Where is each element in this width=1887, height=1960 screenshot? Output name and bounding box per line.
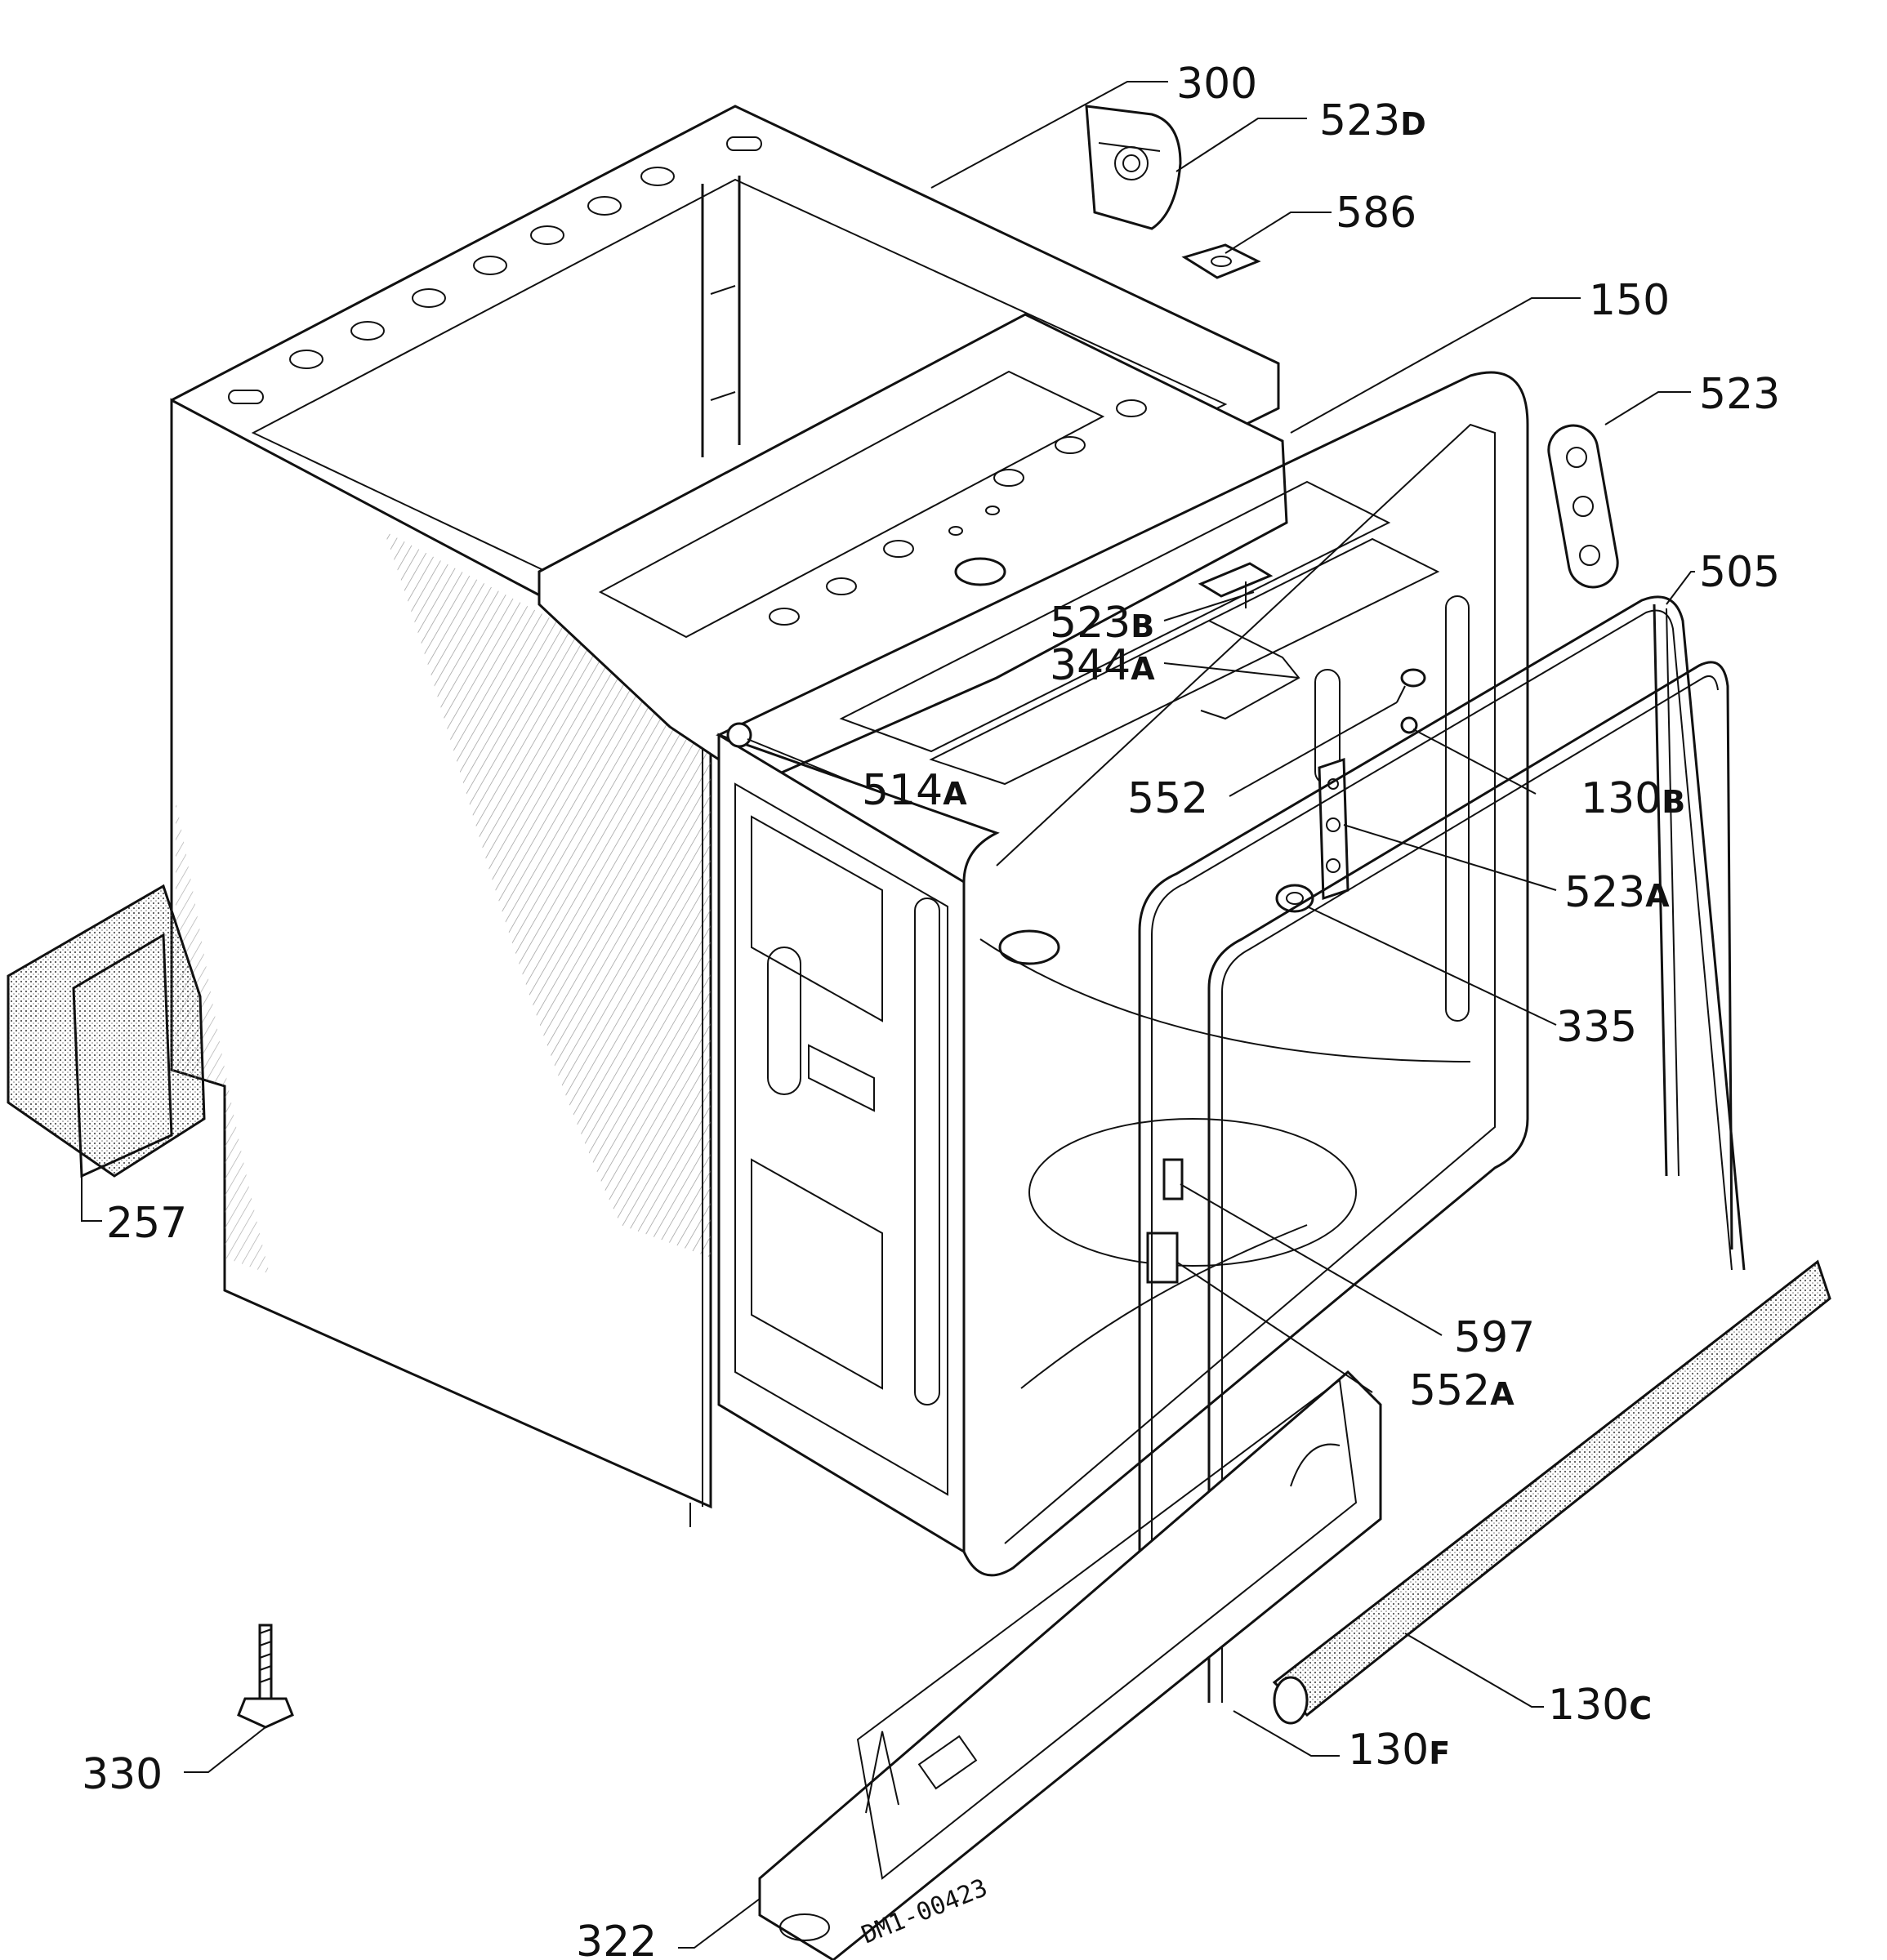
base-frame	[758, 1370, 1382, 1960]
callout-344a: 344A	[1050, 641, 1155, 690]
part-257-insulation	[7, 884, 206, 1178]
callout-130b: 130B	[1581, 774, 1685, 823]
callout-523d: 523D	[1319, 96, 1426, 145]
part-514a-plug	[726, 722, 752, 748]
callout-523a: 523A	[1564, 868, 1670, 917]
part-523-bracket	[1547, 424, 1619, 589]
callout-300: 300	[1176, 60, 1257, 109]
part-505-door-seal	[1138, 595, 1746, 1605]
callout-523b: 523B	[1050, 599, 1154, 648]
part-130c-seal-strip	[1272, 1259, 1831, 1725]
part-130b-gasket	[1653, 604, 1668, 1177]
callout-523: 523	[1699, 370, 1780, 419]
callout-586: 586	[1336, 189, 1416, 238]
leader-lines	[81, 81, 1695, 1949]
callout-514a: 514A	[862, 766, 967, 815]
part-335-roller	[1275, 884, 1314, 913]
callout-597: 597	[1454, 1313, 1535, 1362]
cabinet-top-holes	[228, 136, 762, 404]
part-322-base	[758, 1370, 1382, 1960]
callout-130c: 130C	[1548, 1681, 1652, 1730]
callout-330: 330	[82, 1750, 163, 1799]
callout-150: 150	[1589, 276, 1670, 325]
callout-505: 505	[1699, 548, 1780, 597]
part-330-foot	[237, 1624, 294, 1729]
part-586-clip	[1181, 243, 1261, 279]
part-552-screw	[1396, 668, 1426, 703]
part-130b-washer	[1400, 716, 1418, 734]
part-597-clip	[1162, 1158, 1184, 1200]
callout-552: 552	[1127, 774, 1208, 823]
callout-552a: 552A	[1409, 1366, 1515, 1415]
part-523d-bracket	[1085, 105, 1182, 230]
tub-top-holes	[769, 399, 1147, 626]
tub-left-side	[717, 733, 966, 1554]
callout-335: 335	[1556, 1003, 1637, 1052]
part-130f-seal	[1207, 661, 1733, 1703]
tub	[538, 313, 1529, 1577]
callout-257: 257	[106, 1199, 187, 1248]
part-523b-bracket	[1198, 562, 1274, 608]
callout-130f: 130F	[1348, 1726, 1450, 1775]
part-344a-gasket	[1200, 620, 1300, 720]
callout-322: 322	[576, 1918, 657, 1960]
